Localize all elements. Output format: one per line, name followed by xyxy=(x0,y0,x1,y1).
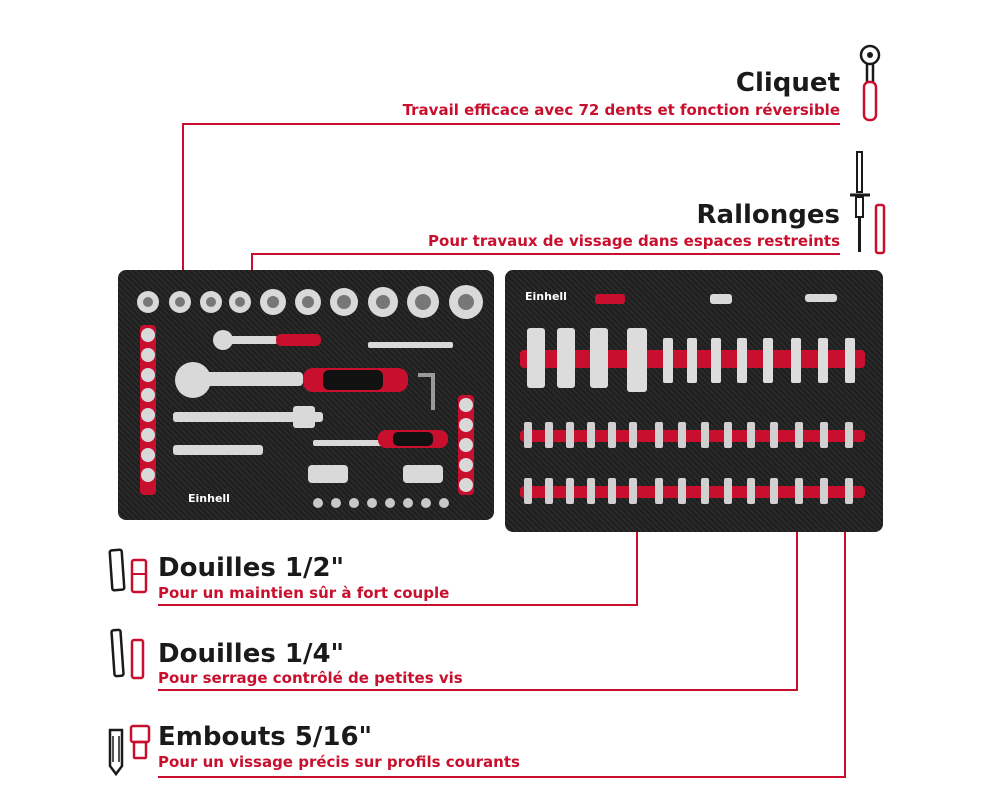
douilles-half-title: Douilles 1/2" xyxy=(158,553,345,583)
right-tray: Einhell xyxy=(505,270,883,532)
cliquet-title: Cliquet xyxy=(735,68,840,98)
embouts-title: Embouts 5/16" xyxy=(158,722,373,752)
rallonges-title: Rallonges xyxy=(696,200,840,230)
rallonges-subtitle: Pour travaux de vissage dans espaces res… xyxy=(428,232,840,250)
brand-logo-left: Einhell xyxy=(188,492,230,505)
embouts-subtitle: Pour un vissage précis sur profils coura… xyxy=(158,753,520,771)
left-tray-tools xyxy=(137,285,483,508)
ratchet-icon xyxy=(859,44,881,122)
cliquet-subtitle: Travail efficace avec 72 dents et foncti… xyxy=(402,101,840,119)
douilles-quarter-title: Douilles 1/4" xyxy=(158,639,345,669)
douilles-half-subtitle: Pour un maintien sûr à fort couple xyxy=(158,584,450,602)
douilles-quarter-subtitle: Pour serrage contrôlé de petites vis xyxy=(158,669,463,687)
socket-row-top xyxy=(137,285,483,319)
extension-icon xyxy=(850,151,886,255)
left-tray: Einhell xyxy=(118,270,494,520)
socket-quarter-icon xyxy=(110,628,145,680)
socket-half-icon xyxy=(108,548,148,594)
brand-logo-right: Einhell xyxy=(525,290,567,303)
right-tray-tools xyxy=(520,294,865,504)
embouts-callout-line xyxy=(158,493,846,778)
bit-icon xyxy=(108,724,151,777)
